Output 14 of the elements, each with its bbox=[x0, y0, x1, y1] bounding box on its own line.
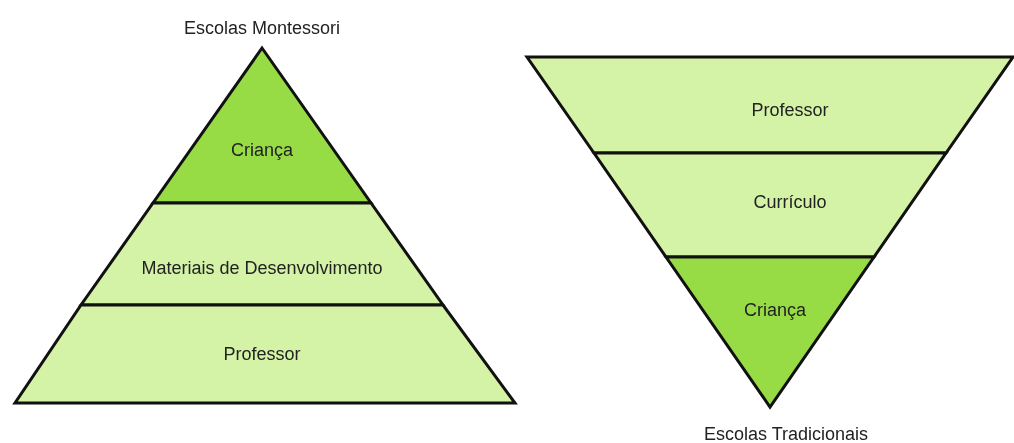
pyramid-title: Escolas Tradicionais bbox=[703, 423, 869, 443]
layer-label: Professor bbox=[751, 99, 829, 121]
pyramid-layer bbox=[15, 305, 515, 403]
layer-label: Professor bbox=[223, 343, 301, 365]
layer-label: Criança bbox=[231, 139, 293, 161]
layer-label: Currículo bbox=[753, 191, 827, 213]
pyramid-layer bbox=[81, 203, 443, 305]
pyramid-layer bbox=[153, 48, 371, 203]
pyramid-layer bbox=[666, 257, 874, 407]
layer-label: Criança bbox=[744, 299, 806, 321]
pyramid-title: Escolas Montessori bbox=[183, 17, 341, 39]
pyramid-layer bbox=[594, 153, 946, 257]
pyramid-layer bbox=[527, 57, 1013, 153]
layer-label: Materiais de Desenvolvimento bbox=[141, 257, 383, 279]
